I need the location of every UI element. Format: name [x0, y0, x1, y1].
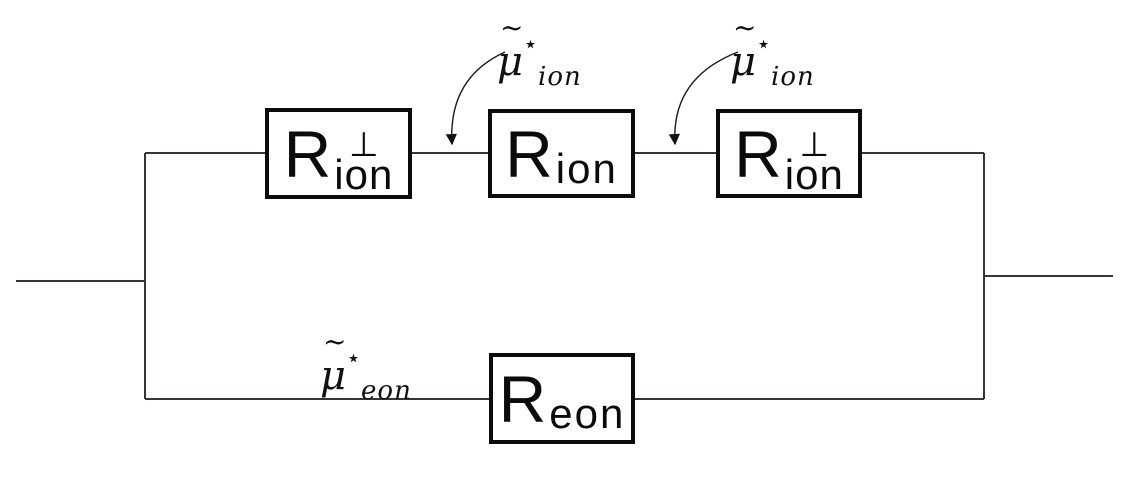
resistor-subscript: ion — [334, 150, 394, 198]
label-mu-ion-left: ~μ⋆ ion — [497, 14, 582, 92]
mu-symbol: μ — [730, 39, 756, 85]
label-mu-ion-right: ~μ⋆ ion — [730, 14, 815, 92]
wire-lead-right — [985, 275, 1113, 277]
star-superscript: ⋆ — [523, 30, 539, 58]
mu-subscript: ion — [771, 62, 815, 92]
perpendicular-superscript: ⊥ — [799, 125, 830, 164]
resistor-subscript: ion — [555, 144, 618, 192]
tilde-accent: ~ — [500, 11, 524, 44]
wire-bottom-segment-1 — [145, 398, 490, 400]
resistor-symbol: R — [505, 116, 553, 191]
wire-left-vertical — [144, 153, 146, 399]
label-mu-eon: ~μ⋆ eon — [320, 328, 412, 406]
star-superscript: ⋆ — [756, 30, 772, 58]
resistor-symbol: R — [283, 116, 332, 191]
resistor-script-stack: ⊥ ion — [784, 125, 844, 198]
resistor-subscript: ion — [784, 150, 844, 198]
wire-lead-left — [16, 280, 144, 282]
mu-subscript: eon — [361, 376, 412, 406]
resistor-symbol: R — [734, 116, 782, 191]
mu-subscript: ion — [538, 62, 582, 92]
wire-top-segment-4 — [861, 152, 984, 154]
resistor-box-r-ion-middle: R ion — [488, 109, 635, 198]
wire-top-segment-3 — [634, 152, 717, 154]
wire-top-segment-2 — [411, 152, 489, 154]
resistor-symbol: R — [498, 361, 547, 436]
mu-symbol: μ — [497, 39, 523, 85]
resistor-box-r-ion-perp-right: R ⊥ ion — [716, 109, 862, 198]
wire-bottom-segment-2 — [633, 398, 984, 400]
perpendicular-superscript: ⊥ — [349, 125, 379, 164]
tilde-accent: ~ — [323, 325, 347, 358]
resistor-script-stack: ⊥ ion — [334, 125, 394, 198]
resistor-box-r-ion-perp-left: R ⊥ ion — [265, 108, 412, 199]
wire-right-vertical — [983, 153, 985, 399]
resistor-subscript: eon — [549, 389, 626, 437]
resistor-box-r-eon: R eon — [489, 353, 635, 444]
star-superscript: ⋆ — [346, 344, 362, 372]
wire-top-segment-1 — [145, 152, 266, 154]
mu-symbol: μ — [320, 353, 346, 399]
tilde-accent: ~ — [733, 11, 757, 44]
